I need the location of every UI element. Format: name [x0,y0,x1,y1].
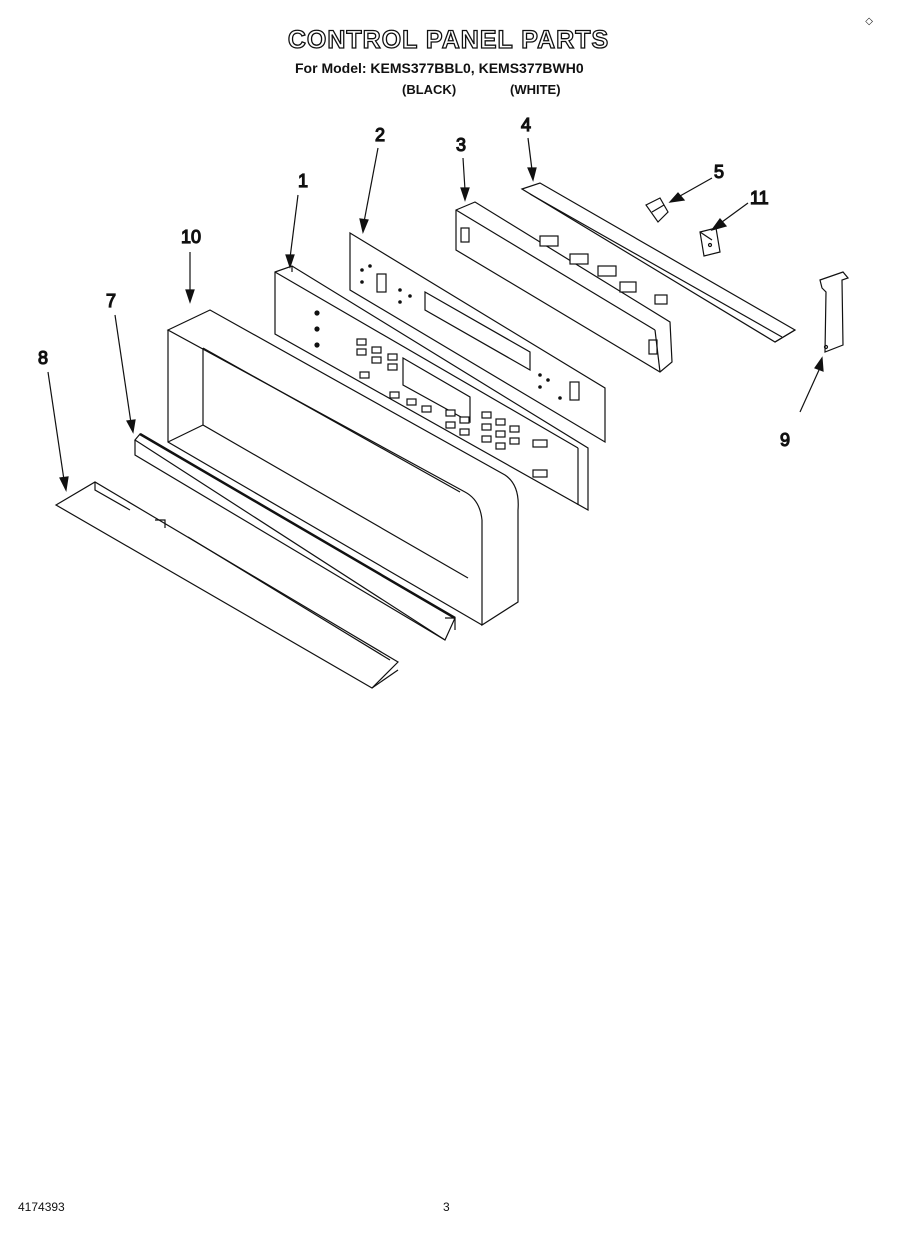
callout-9: 9 [780,430,790,450]
callout-8: 8 [38,348,48,368]
callout-3: 3 [456,135,466,155]
callout-1: 1 [298,171,308,191]
callout-11: 11 [750,188,769,208]
page-title: CONTROL PANEL PARTS [287,25,610,54]
part-2-overlay [349,231,606,444]
document-number: 4174393 [18,1200,65,1214]
model-numbers: For Model: KEMS377BBL0, KEMS377BWH0 [295,60,584,76]
corner-mark: ◇ [865,16,873,27]
part-8-trim [54,481,399,689]
callout-2: 2 [375,125,385,145]
part-7-bracket [134,432,456,641]
part-1-control-panel [274,265,589,512]
part-9-bracket [819,271,850,353]
part-10-frame [166,309,519,627]
page-number: 3 [443,1200,450,1214]
callout-10: 10 [181,227,201,247]
color-label-black: (BLACK) [402,82,457,97]
callout-5: 5 [714,162,724,182]
callout-7: 7 [106,291,116,311]
leader-lines [47,137,824,492]
callout-4: 4 [521,115,531,135]
part-4-rail [520,182,797,343]
color-label-white: (WHITE) [510,82,561,97]
part-5-clip [645,197,669,223]
part-3-control-board [455,201,673,373]
part-11-bracket [699,227,721,257]
